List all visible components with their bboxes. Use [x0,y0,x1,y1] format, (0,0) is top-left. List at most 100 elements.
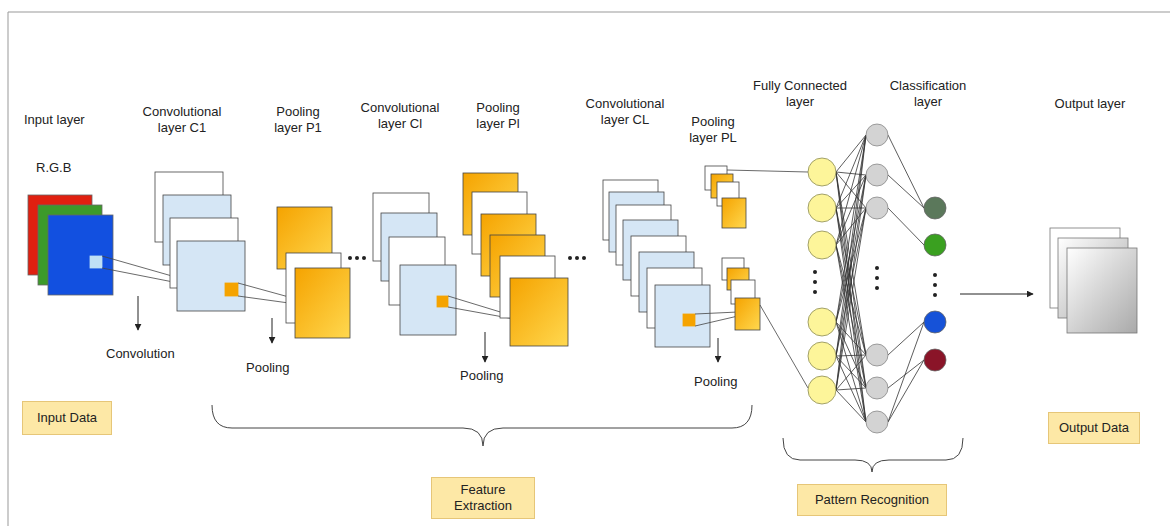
conv-layer-cL-shape [695,312,738,326]
ellipsis-dots-shape [575,256,579,260]
neuron-link [836,208,866,422]
ellipsis-dots-shape [582,256,586,260]
neuron-link [888,360,924,388]
frame-border-shape [8,12,1170,526]
classification-neurons-shape [866,197,888,219]
classification-neurons-shape [866,377,888,399]
neuron-link [836,322,866,355]
fully-connected-neurons-shape [808,194,836,222]
vertical-dots-shape [933,273,937,277]
flow-arrows-shape [272,318,273,343]
neuron-link [836,208,866,388]
neuron-link [836,135,866,356]
pool-layer-pl-shape [510,278,568,346]
layer-label: Pooling layer Pl [466,100,530,132]
output-neurons-shape [924,197,946,219]
conv-layer-cL-shape [683,314,695,326]
frame-border [8,12,1170,526]
section-tag: Pattern Recognition [797,484,947,516]
section-text: Pattern Recognition [815,492,929,508]
ellipsis-dots-shape [568,256,572,260]
layer-label: Pooling layer P1 [266,104,330,136]
flow-arrows-shape [718,338,719,362]
output-neurons-shape [924,311,946,333]
section-text: Feature Extraction [438,482,528,514]
network-connections [836,135,924,422]
neuron-link [836,172,866,388]
neuron-link [836,208,866,390]
flow-arrows-shape [960,294,1033,295]
pool-layer-pL-shape [727,170,808,388]
layer-label: Convolutional layer C1 [132,104,232,136]
fully-connected-neurons-shape [808,342,836,370]
conv-layer-cL [603,180,738,347]
vertical-dots-shape [813,290,817,294]
layer-label: Pooling [694,374,764,390]
flow-arrows-shape [485,332,486,362]
neuron-link [836,388,866,390]
layer-label: Fully Connected layer [747,78,853,110]
pool-layer-pL-shape [735,298,760,330]
vertical-dots-shape [933,293,937,297]
conv-layer-cL-shape [655,285,710,347]
neuron-link [836,172,866,175]
neuron-link [836,356,866,388]
neuron-link [836,135,866,390]
neuron-link [836,172,866,422]
ellipsis-dots-shape [348,256,352,260]
fully-connected-neurons-shape [808,376,836,404]
input-image-shape [48,215,113,295]
conv-layer-cl-shape [437,296,448,307]
group-braces-shape [783,438,963,472]
layer-label: Pooling layer PL [681,114,745,146]
fully-connected-neurons-shape [808,231,836,259]
fully-connected-neurons-shape [808,308,836,336]
layer-label: Convolutional layer CL [575,96,675,128]
output-neurons [924,197,946,371]
section-tag: Feature Extraction [431,477,535,519]
neuron-link [888,135,924,208]
classification-neurons [866,124,888,433]
layer-label: Classification layer [880,78,976,110]
vertical-dots-shape [813,280,817,284]
pool-layer-p1-shape [295,268,350,338]
section-text: Input Data [37,410,97,426]
vertical-dots [813,266,937,297]
pool-layer-pL [705,166,808,388]
layer-label: Convolutional layer Cl [350,100,450,132]
vertical-dots-shape [813,270,817,274]
conv-layer-c1-shape [225,283,238,296]
layer-label: Convolution [106,346,196,362]
conv-layer-cl-shape [400,265,456,335]
pool-layer-p1 [277,207,350,338]
layer-label: Output layer [1040,96,1140,112]
vertical-dots-shape [875,266,879,270]
classification-neurons-shape [866,411,888,433]
classification-neurons-shape [866,344,888,366]
flow-arrows [138,294,1033,362]
flow-arrows-shape [138,296,139,330]
section-tag: Input Data [22,401,112,435]
vertical-dots-shape [933,283,937,287]
classification-neurons-shape [866,164,888,186]
neuron-link [888,322,924,422]
vertical-dots-shape [875,276,879,280]
vertical-dots-shape [875,286,879,290]
neuron-link [888,175,924,208]
classification-neurons-shape [866,124,888,146]
output-neurons-shape [924,234,946,256]
output-neurons-shape [924,349,946,371]
neuron-link [836,208,866,209]
output-images-shape [1067,248,1137,333]
group-braces [212,405,963,472]
layer-label: R.G.B [36,160,96,176]
layer-label: Pooling [246,360,316,376]
layer-label: Pooling [460,368,530,384]
pool-layer-pl [463,173,568,346]
conv-layer-c1-shape [177,241,245,311]
neuron-link [836,322,866,388]
neuron-link [836,172,866,355]
layer-label: Input layer [24,112,114,128]
